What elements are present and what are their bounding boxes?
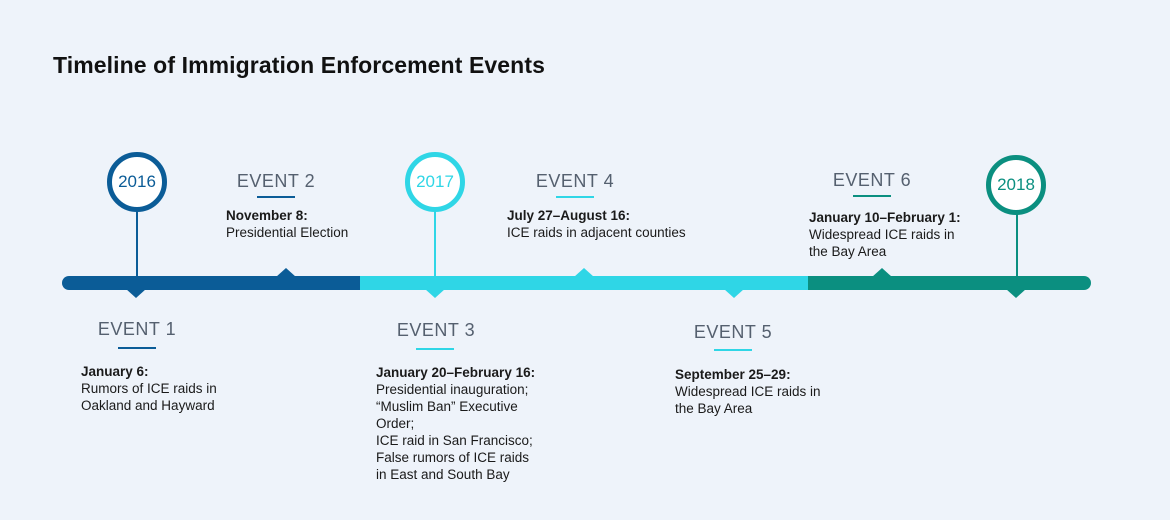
end-marker <box>1006 289 1026 298</box>
year-2018-stem <box>1016 210 1018 278</box>
event-2-label: EVENT 2 <box>236 171 316 191</box>
event-2-marker <box>276 268 296 277</box>
event-3-marker <box>425 289 445 298</box>
event-4-marker <box>574 268 594 277</box>
timeline-segment-2017 <box>360 276 812 290</box>
event-3-underline <box>416 348 454 350</box>
event-date: November 8: <box>226 208 308 223</box>
event-text: Rumors of ICE raids in Oakland and Haywa… <box>81 381 217 413</box>
year-2016-circle: 2016 <box>107 152 167 212</box>
event-6-label: EVENT 6 <box>832 170 912 190</box>
page-title: Timeline of Immigration Enforcement Even… <box>53 52 545 78</box>
event-1-description: January 6: Rumors of ICE raids in Oaklan… <box>81 363 251 414</box>
event-1-label: EVENT 1 <box>97 319 177 339</box>
event-date: January 10–February 1: <box>809 210 961 225</box>
year-2018-circle: 2018 <box>986 155 1046 215</box>
event-date: July 27–August 16: <box>507 208 631 223</box>
timeline-segment-2016 <box>62 276 368 290</box>
event-text: “Muslim Ban” Executive Order; <box>376 399 518 431</box>
year-label: 2018 <box>997 175 1035 194</box>
event-4-underline <box>556 196 594 198</box>
event-text: ICE raid in San Francisco; <box>376 433 533 448</box>
year-label: 2017 <box>416 172 454 191</box>
event-5-marker <box>724 289 744 298</box>
event-2-description: November 8: Presidential Election <box>226 207 416 241</box>
event-text: Presidential Election <box>226 225 349 240</box>
event-3-description: January 20–February 16: Presidential ina… <box>376 364 541 483</box>
event-1-underline <box>118 347 156 349</box>
event-text: Presidential inauguration; <box>376 382 529 397</box>
year-2016-stem <box>136 206 138 278</box>
event-text: Widespread ICE raids in the Bay Area <box>809 227 955 259</box>
event-text: Widespread ICE raids in the Bay Area <box>675 384 821 416</box>
event-5-underline <box>714 349 752 351</box>
year-2017-circle: 2017 <box>405 152 465 212</box>
event-5-description: September 25–29: Widespread ICE raids in… <box>675 366 840 417</box>
event-date: January 6: <box>81 364 149 379</box>
event-4-description: July 27–August 16: ICE raids in adjacent… <box>507 207 727 241</box>
event-text: False rumors of ICE raids in East and So… <box>376 450 530 482</box>
event-6-underline <box>853 195 891 197</box>
year-label: 2016 <box>118 172 156 191</box>
event-4-label: EVENT 4 <box>535 171 615 191</box>
year-2017-stem <box>434 206 436 278</box>
event-2-underline <box>257 196 295 198</box>
event-6-description: January 10–February 1: Widespread ICE ra… <box>809 209 961 260</box>
event-date: September 25–29: <box>675 367 791 382</box>
event-6-marker <box>872 268 892 277</box>
timeline-segment-2018 <box>808 276 1091 290</box>
event-date: January 20–February 16: <box>376 365 536 380</box>
event-1-marker <box>126 289 146 298</box>
event-3-label: EVENT 3 <box>396 320 476 340</box>
event-5-label: EVENT 5 <box>693 322 773 342</box>
event-text: ICE raids in adjacent counties <box>507 225 686 240</box>
